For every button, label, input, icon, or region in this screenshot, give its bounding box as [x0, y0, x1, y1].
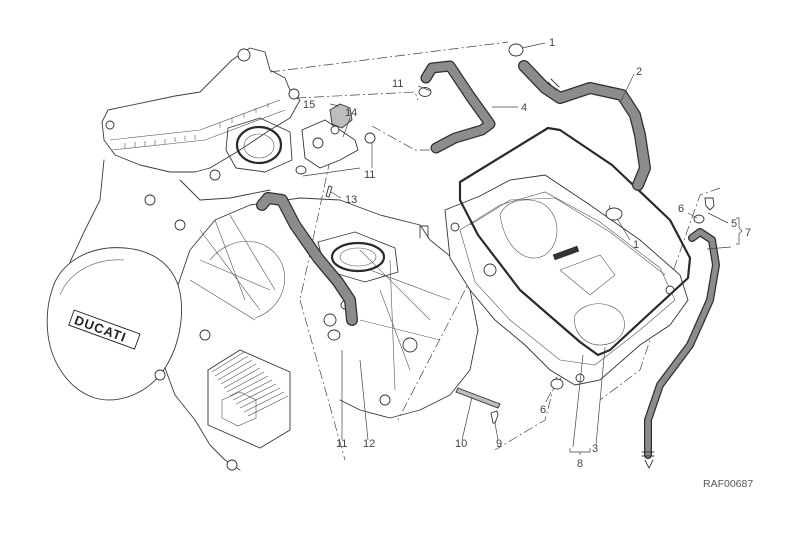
- callout-3: 3: [592, 443, 598, 455]
- callout-15: 15: [303, 99, 315, 111]
- hoses: [256, 60, 720, 469]
- callout-11-lower: 11: [336, 438, 347, 450]
- callout-1-cover: 1: [633, 239, 639, 251]
- callout-labels: 1 1 2 3 4 5 6 6 7 8 9 10 11 11 11 12 13 …: [303, 37, 753, 490]
- callout-10: 10: [455, 438, 467, 450]
- clamp-1-cover: [605, 207, 623, 221]
- intake-port-upper: [225, 117, 293, 173]
- clamp-6-right: [693, 214, 705, 224]
- valve-cover-gasket: [458, 126, 692, 357]
- callout-1-top: 1: [549, 37, 555, 49]
- clamp-1-top: [508, 43, 524, 57]
- clamp-11-left: [295, 165, 307, 175]
- hose-4: [421, 61, 495, 153]
- valve-cover: [444, 174, 689, 386]
- breather-hose-2: [519, 61, 650, 190]
- union-fitting-14: [301, 119, 359, 169]
- callout-9: 9: [496, 438, 502, 450]
- callout-8: 8: [577, 458, 583, 470]
- ducati-logo: DUCATI: [68, 309, 141, 350]
- callout-12: 12: [363, 438, 375, 450]
- oil-cooler: [207, 349, 291, 449]
- callout-6-lower: 6: [540, 404, 546, 416]
- hose-12: [257, 193, 357, 325]
- svg-text:DUCATI: DUCATI: [73, 312, 129, 345]
- callout-11-middle: 11: [364, 169, 375, 181]
- clamp-11-lower: [327, 329, 341, 341]
- callout-11-upper: 11: [392, 78, 403, 90]
- callout-7: 7: [745, 227, 751, 239]
- engine-block: DUCATI: [46, 47, 479, 471]
- fitting-5: [704, 197, 715, 211]
- callout-6-right: 6: [678, 203, 684, 215]
- drawing-code: RAF00687: [703, 478, 753, 490]
- callout-4: 4: [521, 102, 527, 114]
- clamp-11-right: [364, 132, 376, 144]
- pin-10: [455, 387, 501, 409]
- cylinder-head: [101, 47, 301, 173]
- breather-hose-7: [645, 229, 719, 458]
- callout-13: 13: [345, 194, 357, 206]
- crankcase: [69, 159, 479, 419]
- leader-lines: [302, 42, 743, 455]
- callout-14: 14: [345, 107, 357, 119]
- callout-2: 2: [636, 66, 642, 78]
- clamp-6-lower: [550, 378, 564, 390]
- callout-5: 5: [731, 218, 737, 230]
- screw-9: [490, 410, 499, 424]
- screw-13: [325, 185, 333, 198]
- valve-cover-assembly: [444, 126, 692, 386]
- cap-15: [329, 103, 353, 129]
